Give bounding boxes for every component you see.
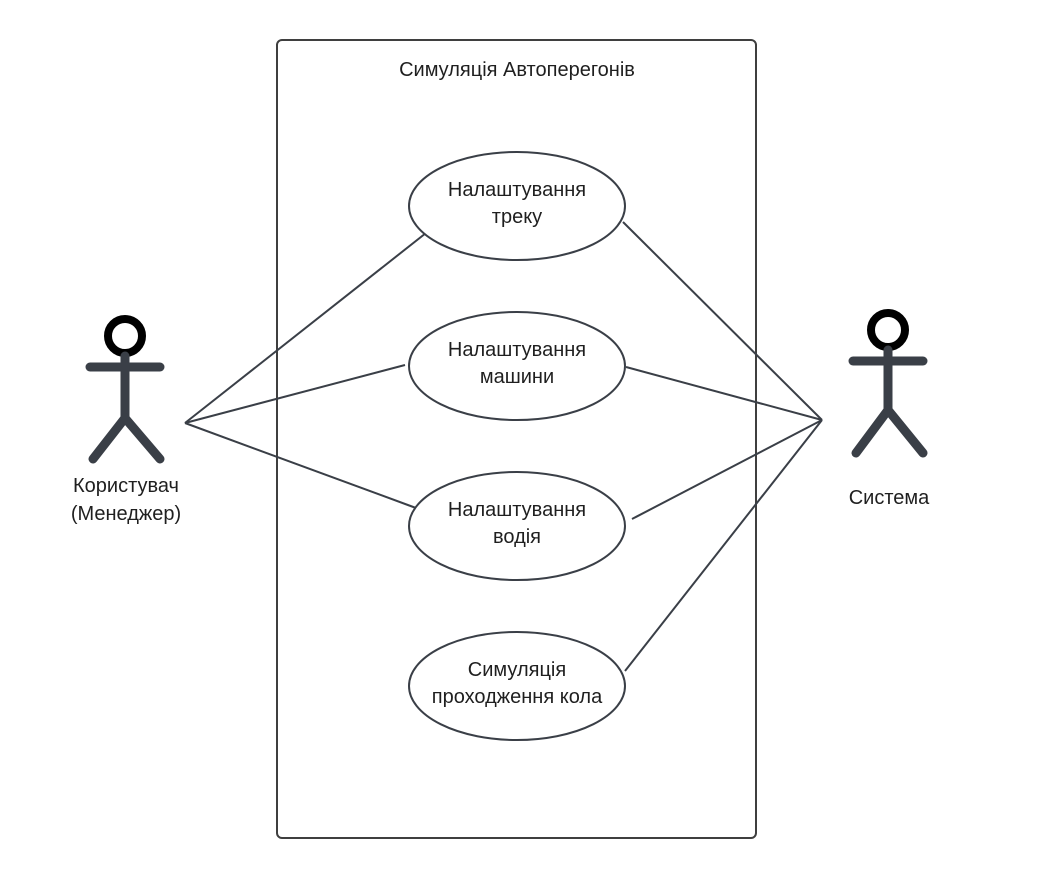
association-user-track xyxy=(184,232,427,424)
use-case-label-line1: Симуляція xyxy=(468,659,566,681)
actor-user[interactable]: Користувач (Менеджер) xyxy=(71,315,181,525)
use-case-label-line2: водія xyxy=(493,526,541,548)
use-case-label-line1: Налаштування xyxy=(448,179,586,201)
actor-system[interactable]: Система xyxy=(848,309,930,509)
association-system-track xyxy=(622,221,823,421)
use-case-ellipse xyxy=(408,151,626,261)
system-boundary-title: Симуляція Автоперегонів xyxy=(399,59,635,81)
use-case-label-line2: проходження кола xyxy=(432,686,603,708)
association-system-lap xyxy=(624,419,823,672)
stick-figure-icon xyxy=(848,309,928,458)
association-system-driver xyxy=(631,419,823,520)
actor-user-label-line2: (Менеджер) xyxy=(71,503,181,525)
use-case-driver-setup[interactable]: Налаштування водія xyxy=(408,471,626,581)
stick-figure-icon xyxy=(85,315,165,464)
use-case-label-line1: Налаштування xyxy=(448,339,586,361)
use-case-ellipse xyxy=(408,311,626,421)
use-case-label-line2: треку xyxy=(492,206,542,228)
use-case-label-line2: машини xyxy=(480,366,554,388)
system-boundary xyxy=(276,39,757,839)
association-user-car xyxy=(184,364,406,424)
actor-user-label-line1: Користувач xyxy=(73,475,179,497)
association-system-car xyxy=(625,366,823,421)
actor-system-label: Система xyxy=(849,487,930,509)
association-user-driver xyxy=(184,422,417,509)
use-case-ellipse xyxy=(408,631,626,741)
use-case-ellipse xyxy=(408,471,626,581)
use-case-track-setup[interactable]: Налаштування треку xyxy=(408,151,626,261)
use-case-car-setup[interactable]: Налаштування машини xyxy=(408,311,626,421)
use-case-lap-simulation[interactable]: Симуляція проходження кола xyxy=(408,631,626,741)
use-case-label-line1: Налаштування xyxy=(448,499,586,521)
